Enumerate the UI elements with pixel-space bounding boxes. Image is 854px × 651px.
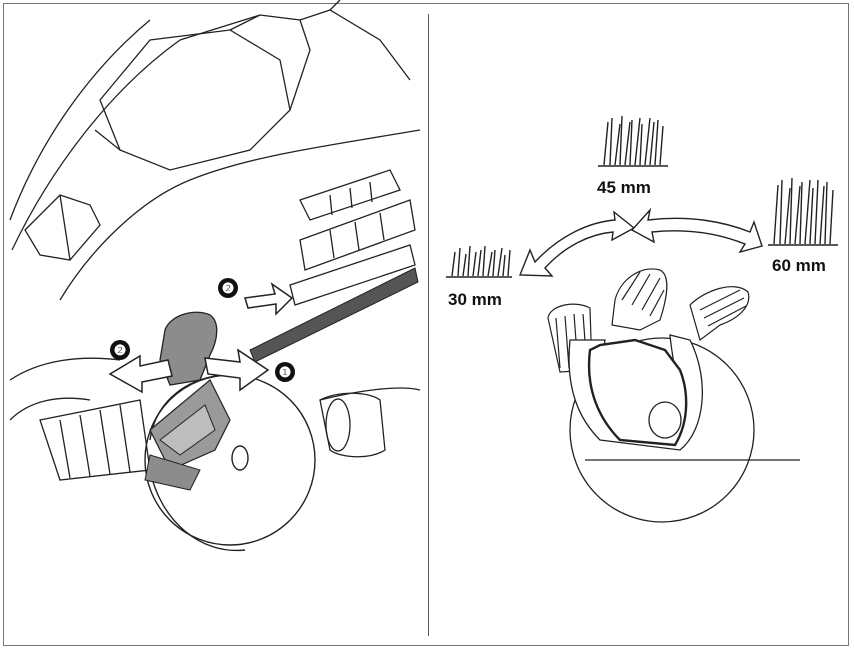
grass-45mm-icon — [598, 115, 668, 167]
grass-30mm-icon — [446, 245, 512, 278]
figure-frame — [3, 3, 849, 646]
step-2-marker-left: ❷ — [110, 340, 130, 360]
height-label-30: 30 mm — [448, 290, 502, 309]
height-label-60: 60 mm — [772, 256, 826, 275]
adjust-arrows-icon — [518, 207, 763, 277]
grass-60mm-icon — [768, 177, 838, 246]
panel-divider — [428, 14, 429, 636]
height-label-45: 45 mm — [597, 178, 651, 197]
step-1-marker: ❶ — [275, 362, 295, 382]
step-2-marker-top: ❷ — [218, 278, 238, 298]
wheel-outline — [569, 337, 755, 523]
